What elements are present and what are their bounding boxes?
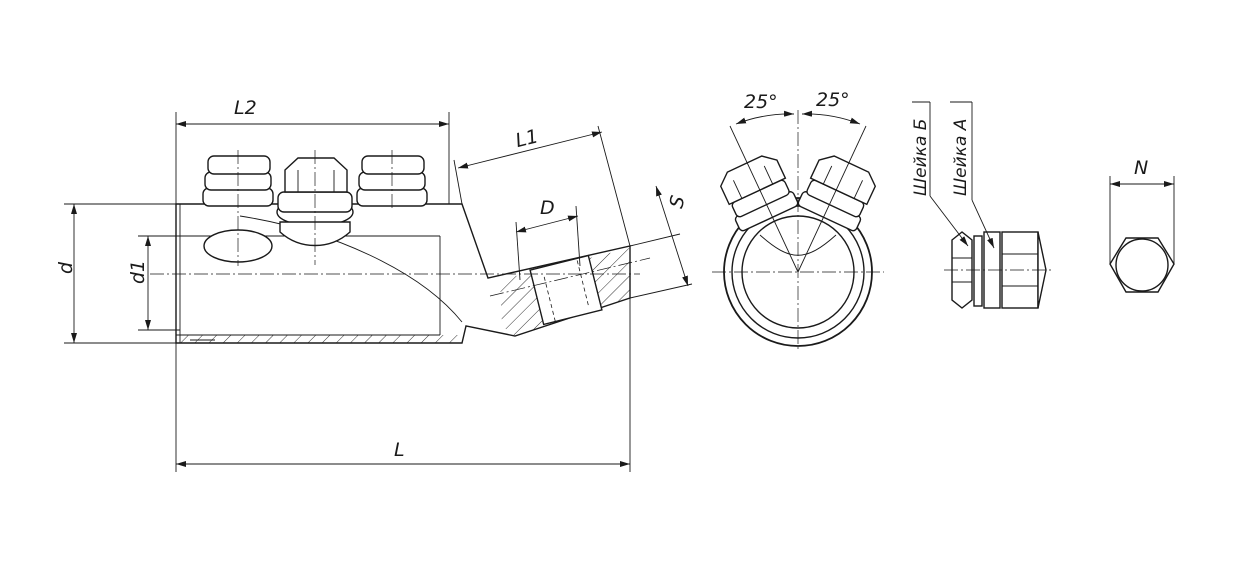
section-hatch-bottom bbox=[176, 335, 462, 343]
dim-d-label: d bbox=[55, 261, 77, 274]
bolt-profile-view: Шейка Б Шейка А bbox=[911, 101, 1052, 309]
callout-neck-a: Шейка А bbox=[951, 119, 971, 196]
bolt-middle bbox=[276, 150, 354, 265]
end-bolt-left bbox=[719, 155, 799, 232]
dim-D-label: D bbox=[540, 197, 555, 219]
side-view: L2 L1 D S d d1 L bbox=[55, 97, 693, 472]
dim-L1-label: L1 bbox=[513, 125, 540, 152]
bolt-left bbox=[202, 150, 274, 266]
bolt-right bbox=[356, 150, 428, 210]
angle-right-label: 25° bbox=[816, 89, 850, 111]
hex-view: N bbox=[1109, 157, 1175, 293]
callout-neck-b: Шейка Б bbox=[911, 119, 931, 196]
dim-d1-label: d1 bbox=[127, 260, 149, 284]
dim-S-label: S bbox=[665, 193, 689, 210]
dim-L2-label: L2 bbox=[234, 97, 257, 119]
end-bolt-right bbox=[797, 155, 877, 232]
dim-L-label: L bbox=[394, 439, 405, 461]
dim-N-label: N bbox=[1134, 157, 1148, 179]
end-view: 25° 25° bbox=[712, 89, 884, 350]
angle-left-label: 25° bbox=[744, 91, 778, 113]
